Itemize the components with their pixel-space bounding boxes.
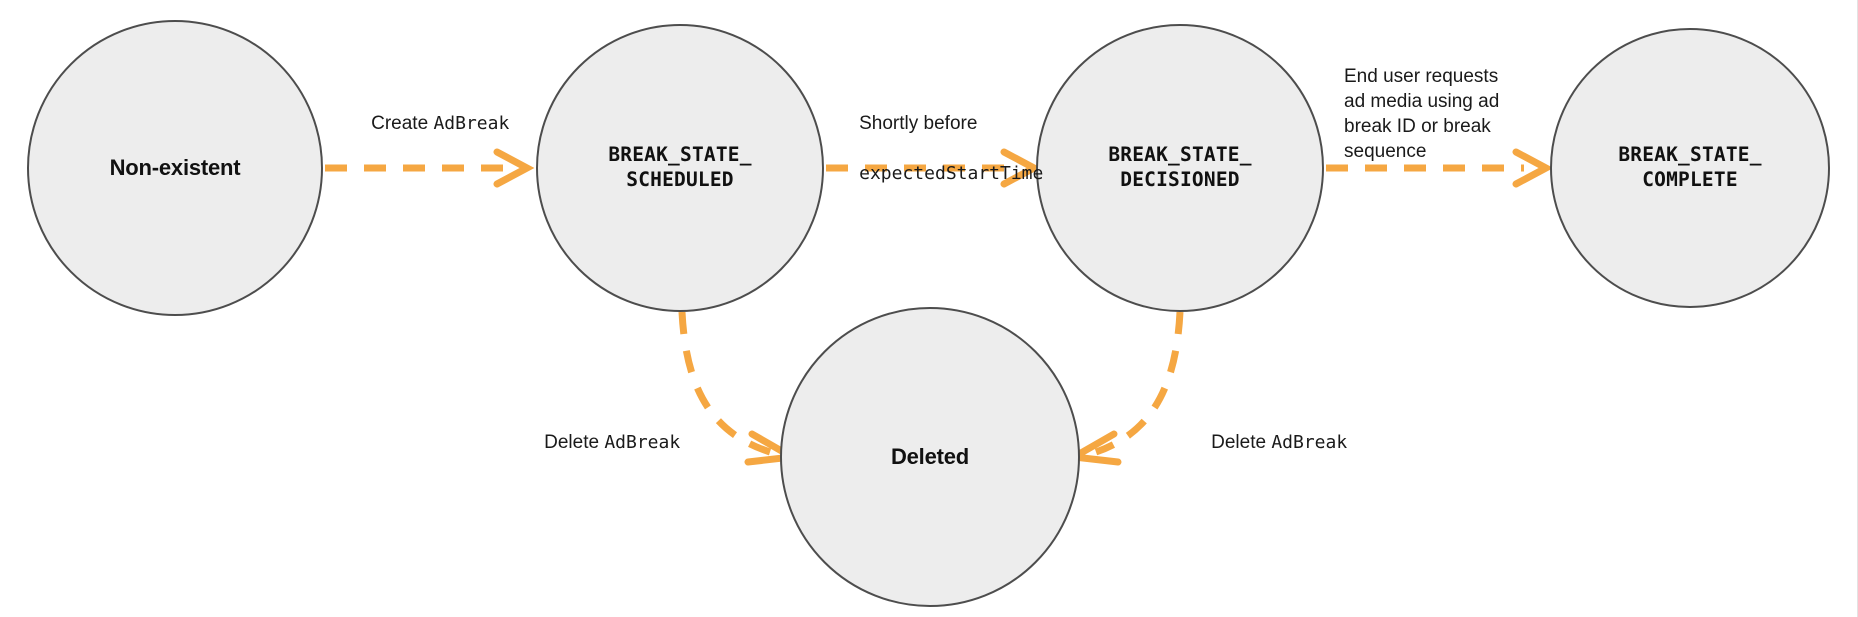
edge-line	[1094, 311, 1184, 456]
node-label-break-state-scheduled: BREAK_STATE_ SCHEDULED	[608, 143, 752, 191]
node-break-state-decisioned[interactable]: BREAK_STATE_ DECISIONED	[1036, 24, 1324, 312]
edge-label-text-mono: expectedStartTime	[859, 163, 1044, 185]
edge-label-create-adbreak: Create AdBreak	[350, 86, 509, 161]
arrowhead-icon	[1063, 430, 1122, 466]
arrowhead-icon	[1512, 148, 1554, 188]
node-non-existent[interactable]: Non-existent	[27, 20, 323, 316]
node-break-state-scheduled[interactable]: BREAK_STATE_ SCHEDULED	[536, 24, 824, 312]
node-deleted[interactable]: Deleted	[780, 307, 1080, 607]
edge-label-shortly-before: Shortly before expectedStartTime	[838, 86, 1043, 211]
node-label-break-state-decisioned: BREAK_STATE_ DECISIONED	[1108, 143, 1252, 191]
node-break-state-complete[interactable]: BREAK_STATE_ COMPLETE	[1550, 28, 1830, 308]
edge-label-text-sans: Create	[371, 113, 434, 135]
node-label-deleted: Deleted	[890, 443, 970, 469]
edge-label-delete-from-decisioned: Delete AdBreak	[1190, 405, 1347, 480]
edge-label-delete-from-scheduled: Delete AdBreak	[523, 405, 680, 480]
edge-delete-from-decisioned	[1063, 311, 1184, 466]
edge-label-text-sans: Delete	[1211, 432, 1272, 454]
edge-label-text-mono: AdBreak	[604, 432, 681, 454]
edge-label-text-sans: Delete	[544, 432, 605, 454]
edge-label-text-sans: Shortly before	[859, 113, 978, 135]
edge-label-text-sans: End user requests ad media using ad brea…	[1344, 66, 1500, 163]
edge-label-end-user-requests: End user requests ad media using ad brea…	[1344, 39, 1499, 164]
node-label-non-existent: Non-existent	[109, 154, 241, 180]
edge-line	[678, 311, 772, 456]
node-label-break-state-complete: BREAK_STATE_ COMPLETE	[1618, 143, 1762, 191]
edge-label-text-mono: AdBreak	[1271, 432, 1348, 454]
edge-label-text-mono: AdBreak	[433, 113, 510, 135]
edge-delete-from-scheduled	[678, 311, 803, 466]
